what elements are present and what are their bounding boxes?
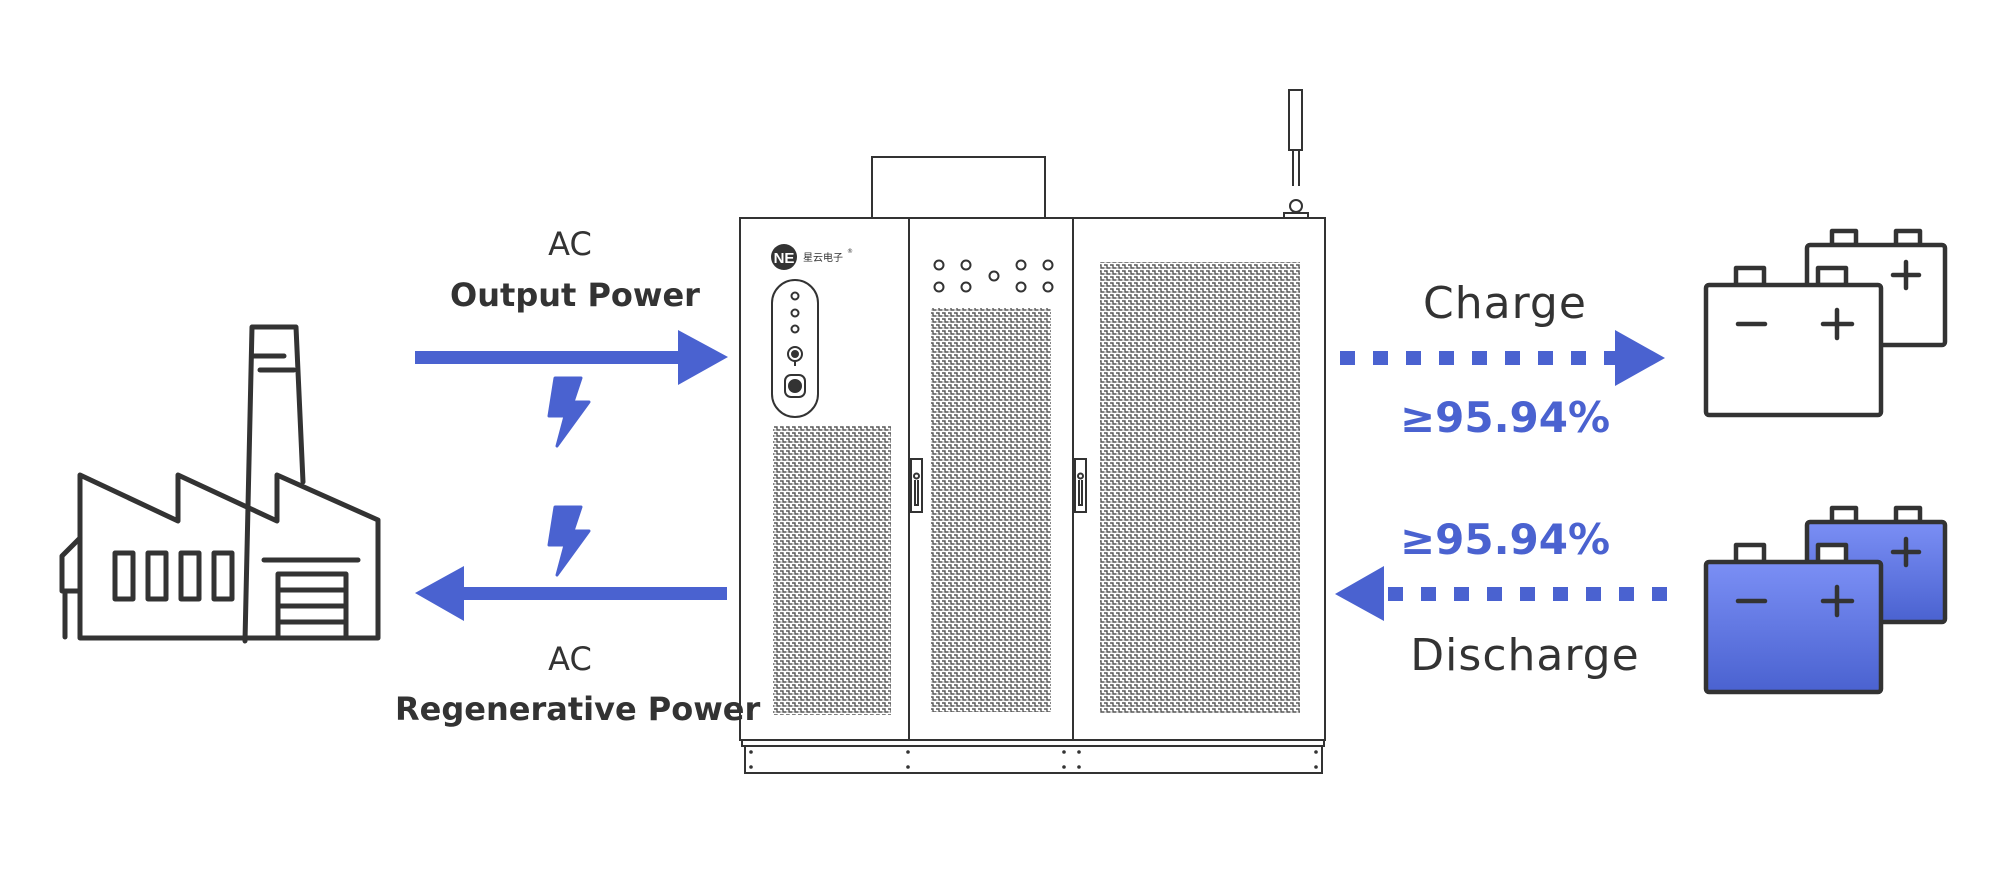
brand-name: 星云电子 bbox=[803, 251, 843, 264]
vent-mesh bbox=[931, 308, 1051, 712]
charge-arrow bbox=[1340, 330, 1665, 386]
output-power-arrow bbox=[415, 330, 728, 385]
factory-building bbox=[77, 472, 381, 641]
vent-mesh bbox=[773, 425, 891, 715]
chimney bbox=[242, 324, 306, 644]
lightning-bolt-icon bbox=[547, 505, 591, 577]
indicator-lights bbox=[933, 259, 1054, 293]
lightning-bolt-icon bbox=[547, 376, 591, 448]
regenerative-power-prefix: AC bbox=[548, 640, 592, 678]
factory-window bbox=[145, 550, 169, 602]
cabinet-top-box bbox=[871, 156, 1046, 219]
discharge-label: Discharge bbox=[1410, 630, 1640, 681]
output-power-label: Output Power bbox=[450, 276, 700, 314]
control-panel bbox=[771, 279, 819, 418]
charge-efficiency: ≥95.94% bbox=[1399, 393, 1611, 442]
regenerative-power-label: Regenerative Power bbox=[395, 690, 761, 728]
battery-test-cabinet bbox=[739, 89, 1326, 774]
factory-window bbox=[178, 550, 202, 602]
emergency-stop-button bbox=[784, 374, 806, 398]
key-switch-icon bbox=[787, 346, 803, 366]
brand-logo-mark: NE bbox=[774, 250, 795, 267]
antenna-icon bbox=[1283, 89, 1309, 219]
output-power-prefix: AC bbox=[548, 225, 592, 263]
battery-outline-icon bbox=[1703, 228, 1948, 418]
factory-window bbox=[112, 550, 136, 602]
battery-filled-icon bbox=[1703, 505, 1948, 695]
charge-label: Charge bbox=[1423, 278, 1587, 329]
door-handle bbox=[1074, 458, 1087, 513]
brand-logo: NE 星云电子 ® bbox=[771, 244, 853, 270]
regenerative-power-arrow bbox=[415, 566, 727, 621]
cabinet-base bbox=[744, 745, 1323, 774]
door-handle bbox=[910, 458, 923, 513]
discharge-efficiency: ≥95.94% bbox=[1399, 515, 1611, 564]
factory-icon bbox=[59, 324, 381, 644]
factory-window bbox=[211, 550, 235, 602]
vent-mesh bbox=[1100, 262, 1300, 714]
registered-mark: ® bbox=[847, 248, 853, 255]
discharge-arrow bbox=[1335, 566, 1667, 621]
